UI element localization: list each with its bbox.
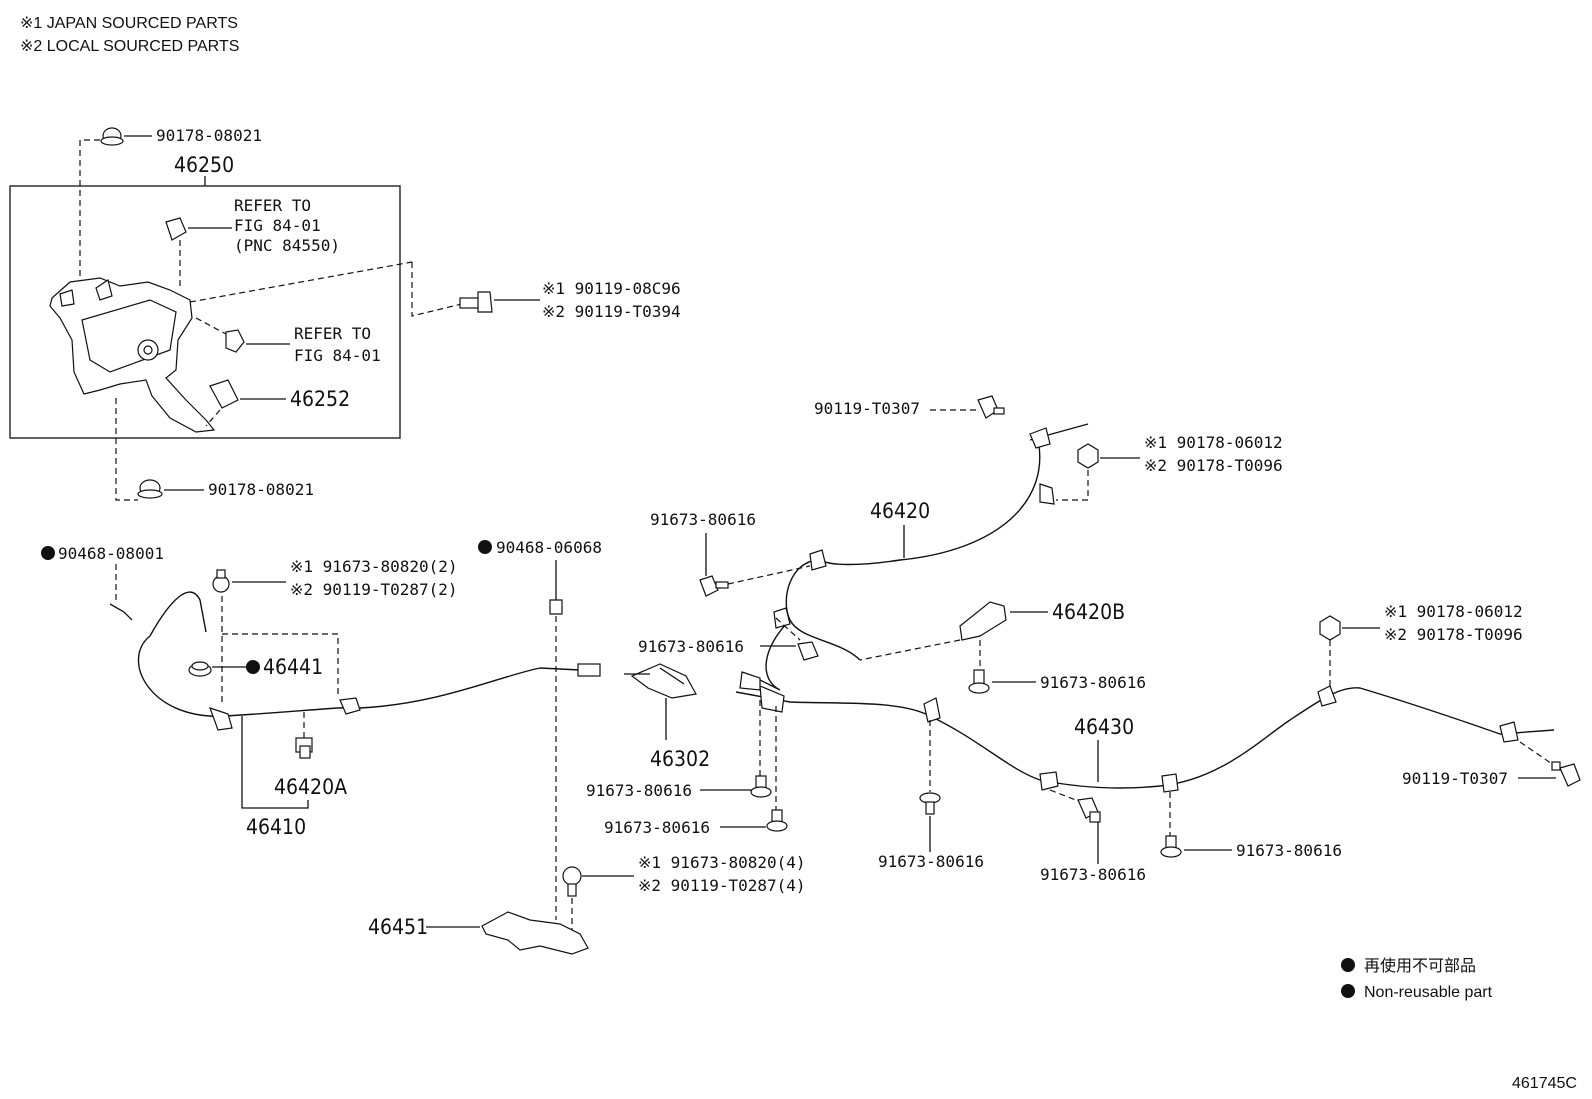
bolt-local-90119-T0287-2: ※2 90119-T0287(2) [290,580,458,599]
figure-id: 461745C [1512,1075,1577,1092]
nut-icon [188,661,212,677]
nut-icon [1077,443,1099,469]
refer-label-1-line1: REFER TO [234,196,311,215]
clip-icon [165,217,187,241]
part-46420A: 46420A [274,775,347,799]
part-90178-08021-top: 90178-08021 [156,126,262,145]
equalizer-icon [624,663,697,699]
part-46410: 46410 [246,815,306,839]
bolt-icon [562,866,582,897]
nut-japan-90178-06012-b: ※1 90178-06012 [1384,602,1523,621]
clip-icon [295,737,313,759]
legend-non-reusable-jp: 再使用不可部品 [1364,957,1476,975]
part-46430: 46430 [1074,715,1134,739]
legend-dot-jp [1341,958,1355,972]
bolt-icon [797,641,819,661]
bolt-icon [968,669,990,694]
note-japan-sourced: ※1 JAPAN SOURCED PARTS [20,15,238,32]
nut-icon [225,329,245,353]
bolt-icon [459,291,493,313]
non-reusable-marker [478,540,492,554]
bolt-icon [750,775,772,798]
part-90468-06068: 90468-06068 [496,538,602,557]
bolt-local-90119-T0287-4: ※2 90119-T0287(4) [638,876,806,895]
bolt-icon [1551,761,1581,787]
rear-cable-lh-group: 90119-T0307 46420 ※1 90178-06012 ※2 9017… [638,395,1283,694]
part-46252: 46252 [290,387,350,411]
bolt-icon [1160,835,1182,858]
parking-brake-pedal-icon [49,277,216,433]
part-90119-T0307-a: 90119-T0307 [814,399,920,418]
bolt-japan-90119-08C96: ※1 90119-08C96 [542,279,681,298]
refer-label-1-line3: (PNC 84550) [234,236,340,255]
part-46420B: 46420B [1052,600,1125,624]
grommet-icon [137,479,163,499]
nut-local-90178-T0096-b: ※2 90178-T0096 [1384,625,1523,644]
refer-label-2-line2: FIG 84-01 [294,346,381,365]
part-91673-80616-e: 91673-80616 [604,818,710,837]
pedal-pad-icon [209,379,239,409]
bracket-icon [481,911,589,955]
part-90468-08001: 90468-08001 [58,544,164,563]
part-91673-80616-c: 91673-80616 [1040,673,1146,692]
nut-local-90178-T0096-a: ※2 90178-T0096 [1144,456,1283,475]
legend: 再使用不可部品 Non-reusable part [1341,957,1493,1001]
part-91673-80616-a: 91673-80616 [650,510,756,529]
pedal-assembly-group: 46250 90178-08021 REFER TO FIG 84-01 (PN… [9,126,681,501]
part-90178-08021-bottom: 90178-08021 [208,480,314,499]
part-46302: 46302 [650,747,710,771]
bolt-icon [977,395,1005,419]
part-91673-80616-f: 91673-80616 [878,852,984,871]
non-reusable-marker [41,546,55,560]
front-cable-group: 90468-08001 ※1 91673-80820(2) ※2 90119-T… [41,544,601,839]
refer-label-2-line1: REFER TO [294,324,371,343]
bolt-icon [766,809,788,832]
part-91673-80616-b: 91673-80616 [638,637,744,656]
legend-dot-en [1341,984,1355,998]
refer-label-1-line2: FIG 84-01 [234,216,321,235]
grommet-icon [100,127,124,146]
bolt-icon [699,575,729,597]
bolt-japan-91673-80820-2: ※1 91673-80820(2) [290,557,458,576]
part-46420: 46420 [870,499,930,523]
nut-japan-90178-06012-a: ※1 90178-06012 [1144,433,1283,452]
part-46441: 46441 [263,655,323,679]
bracket-icon [959,601,1007,641]
nut-icon [1319,615,1341,641]
part-46451: 46451 [368,915,428,939]
part-91673-80616-h: 91673-80616 [1236,841,1342,860]
non-reusable-marker [246,660,260,674]
bolt-japan-91673-80820-4: ※1 91673-80820(4) [638,853,806,872]
center-group: 90468-06068 46302 ※1 91673-80820(4) ※2 9… [368,538,806,955]
note-local-sourced: ※2 LOCAL SOURCED PARTS [20,38,239,55]
part-90119-T0307-b: 90119-T0307 [1402,769,1508,788]
part-46250: 46250 [174,153,234,177]
bolt-icon [1077,797,1101,823]
bolt-local-90119-T0394: ※2 90119-T0394 [542,302,681,321]
bolt-icon [919,792,941,815]
legend-non-reusable-en: Non-reusable part [1364,984,1493,1001]
part-91673-80616-g: 91673-80616 [1040,865,1146,884]
part-91673-80616-d: 91673-80616 [586,781,692,800]
rear-cable-rh-group: 46430 91673-80616 91673-80616 91673-8061… [586,602,1581,884]
